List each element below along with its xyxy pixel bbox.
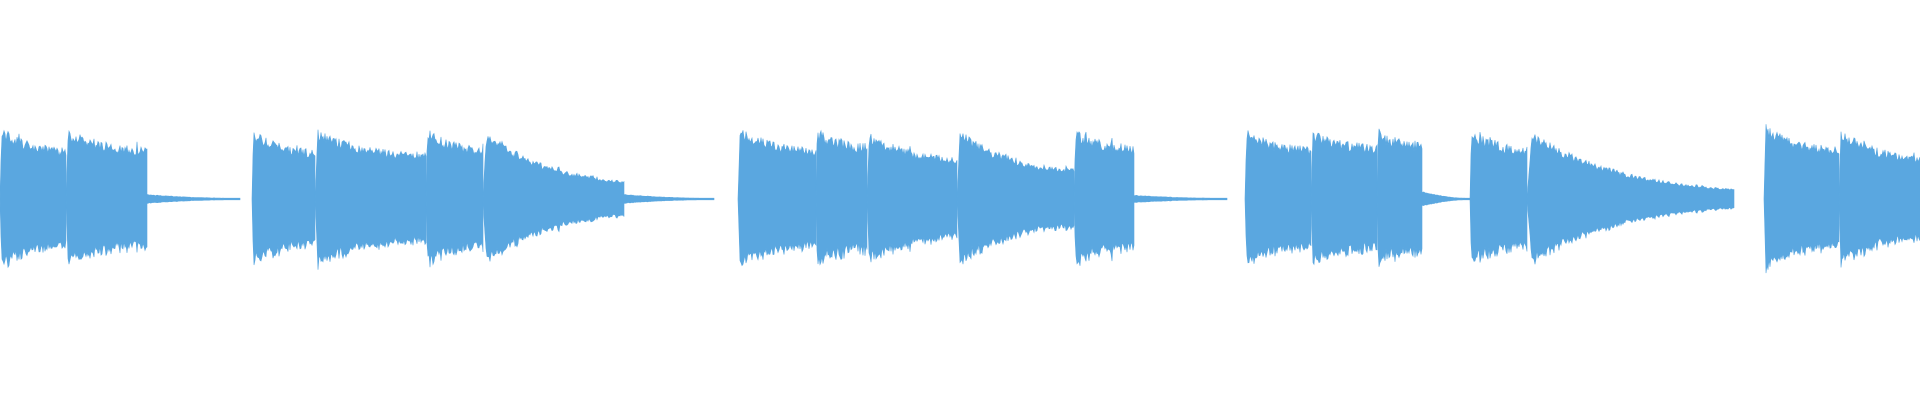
waveform-note-6 <box>482 136 625 262</box>
waveform-note-16 <box>1376 128 1423 267</box>
waveform-note-3 <box>251 132 316 266</box>
waveform-note-12 <box>1073 131 1135 266</box>
waveform-tail-7 <box>623 194 715 204</box>
waveform-tail-2 <box>146 194 241 204</box>
waveform-note-4 <box>314 129 427 270</box>
waveform-tail-17 <box>1421 191 1471 206</box>
waveform-note-11 <box>956 133 1075 265</box>
waveform-note-18 <box>1469 131 1528 263</box>
waveform-note-14 <box>1244 130 1312 264</box>
waveform-note-10 <box>866 133 958 263</box>
waveform-note-21 <box>1838 131 1920 268</box>
waveform-note-19 <box>1526 134 1735 265</box>
waveform-note-15 <box>1310 132 1378 266</box>
waveform-note-9 <box>815 129 868 266</box>
waveform-note-5 <box>425 130 484 268</box>
waveform-note-8 <box>737 130 817 267</box>
waveform-note-20 <box>1763 124 1840 274</box>
waveform-tail-13 <box>1133 194 1228 203</box>
waveform-note-0 <box>0 129 67 269</box>
waveform-note-1 <box>65 129 148 265</box>
